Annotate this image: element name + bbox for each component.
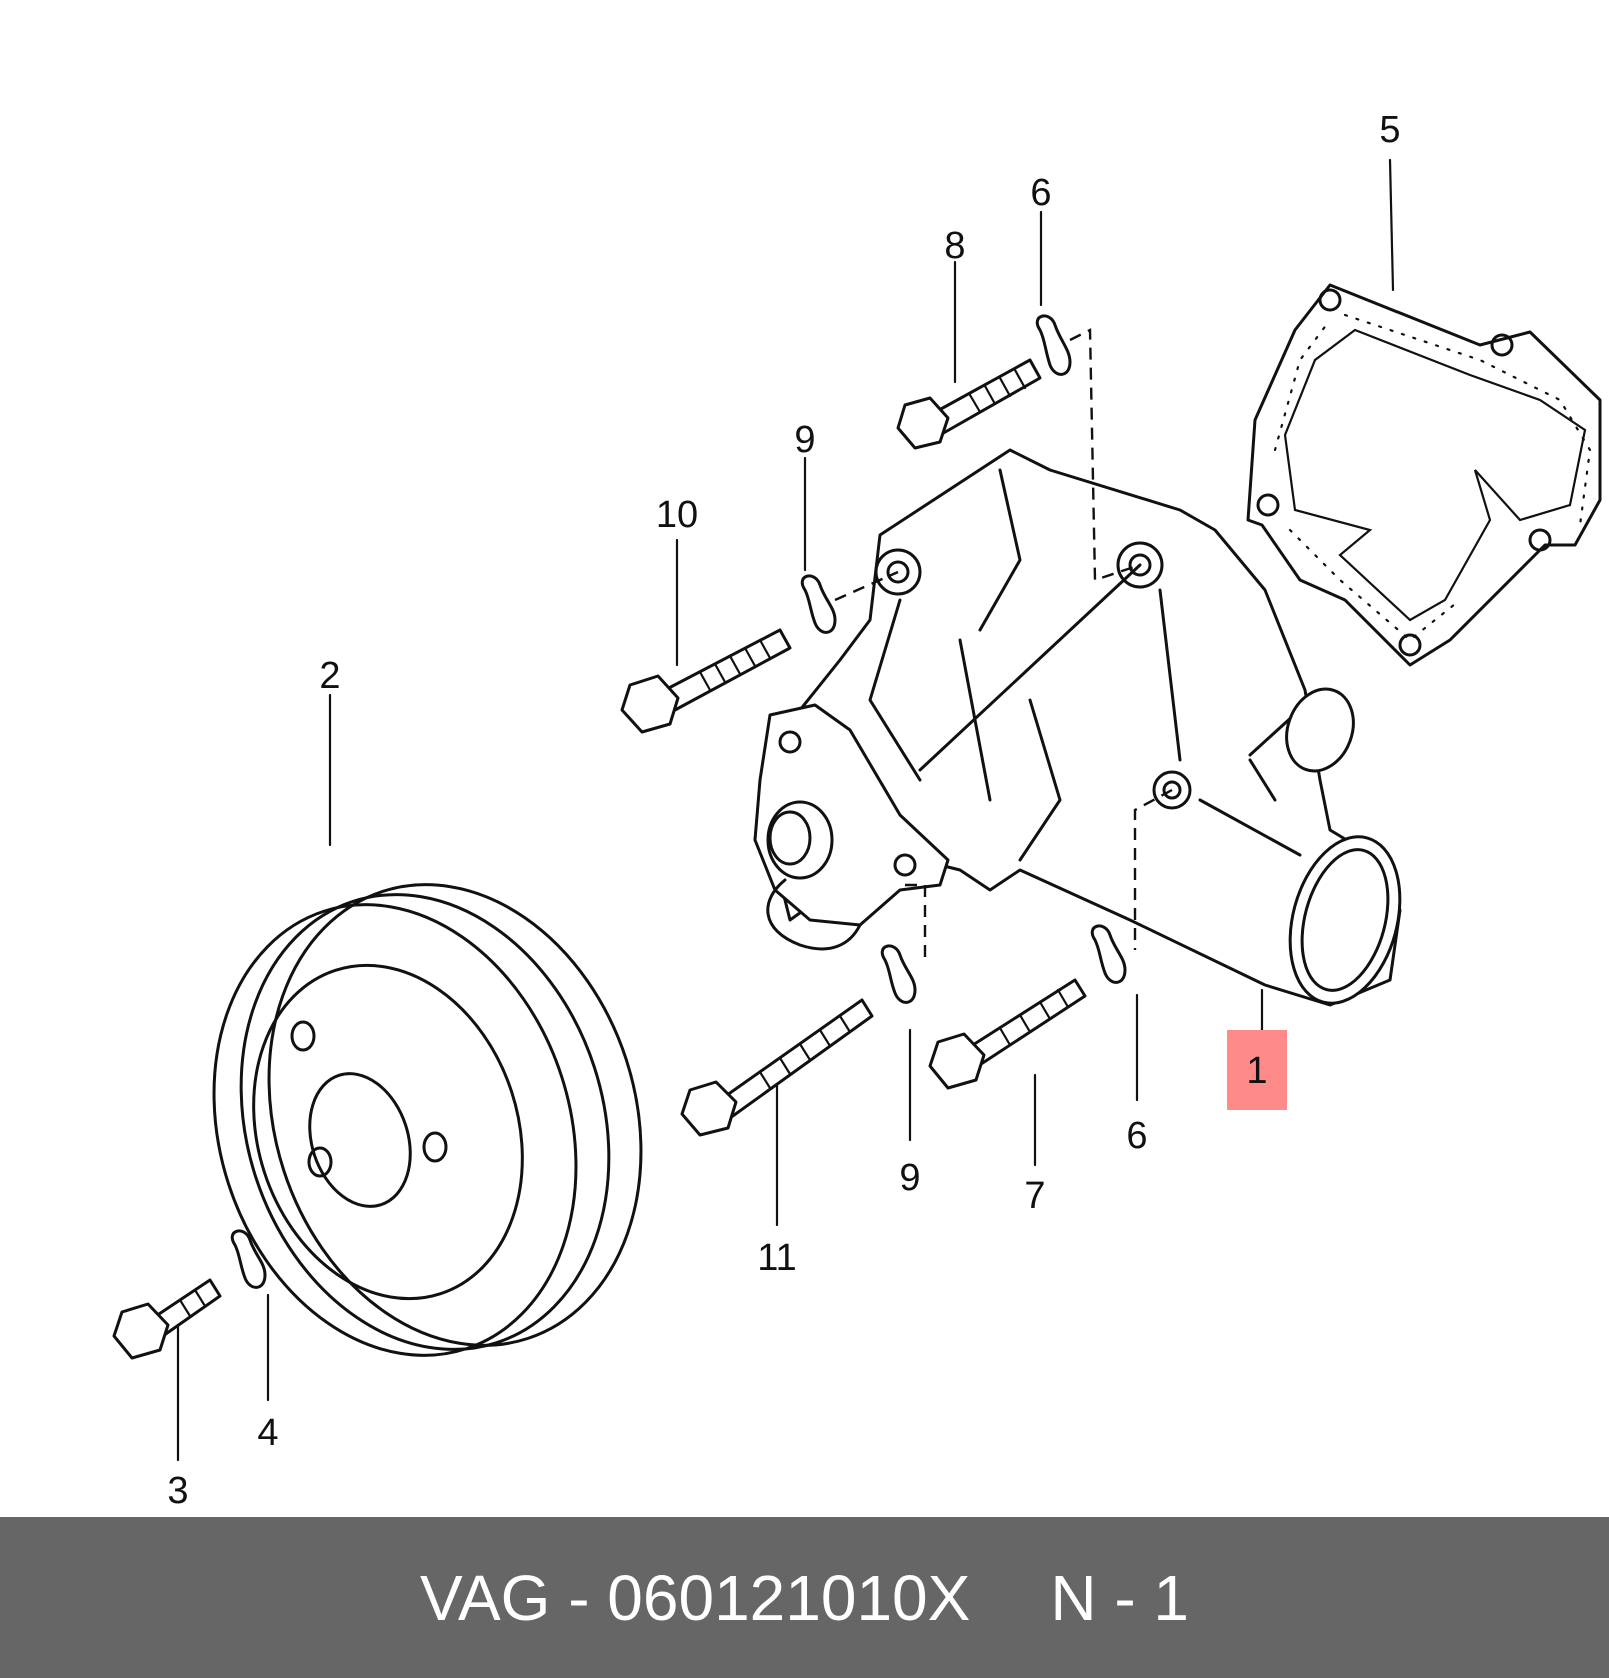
callout-7: 7: [1024, 1175, 1045, 1217]
callout-9-top: 9: [794, 419, 815, 461]
washer-6-bottom: [1090, 924, 1127, 984]
pulley: [212, 883, 643, 1357]
bolt-10: [620, 628, 792, 734]
callout-10: 10: [656, 494, 698, 536]
washer-9-bottom: [880, 944, 917, 1004]
callout-4: 4: [257, 1412, 278, 1454]
washer-4: [230, 1229, 267, 1289]
leader-lines: [176, 158, 1395, 1462]
callout-8: 8: [944, 225, 965, 267]
bolt-11: [680, 998, 874, 1137]
washer-9-top: [800, 574, 837, 634]
callout-3: 3: [167, 1470, 188, 1512]
alignment-lines: [834, 328, 1173, 960]
position-label: N - 1: [1050, 1561, 1189, 1634]
callout-6-bottom: 6: [1126, 1115, 1147, 1157]
footer-bar: VAG - 060121010X N - 1: [0, 1517, 1609, 1678]
callout-11: 11: [757, 1237, 796, 1279]
callout-5: 5: [1379, 109, 1400, 151]
gasket: [1246, 283, 1602, 667]
callout-2: 2: [319, 655, 340, 697]
part-number-label: VAG - 060121010X: [420, 1561, 971, 1634]
callout-6-top: 6: [1030, 172, 1051, 214]
parts-diagram: 1 2 3 4 5 6 6 7 8 9 9 10 11: [112, 109, 1602, 1512]
bolt-3: [112, 1278, 222, 1360]
callout-9-bottom: 9: [899, 1157, 920, 1199]
callout-1: 1: [1246, 1050, 1267, 1092]
callout-1-highlight: [1227, 1030, 1287, 1110]
washer-6-top: [1035, 314, 1072, 376]
water-pump: [753, 448, 1402, 1007]
bolt-8: [896, 358, 1042, 450]
bolt-7: [928, 978, 1087, 1090]
